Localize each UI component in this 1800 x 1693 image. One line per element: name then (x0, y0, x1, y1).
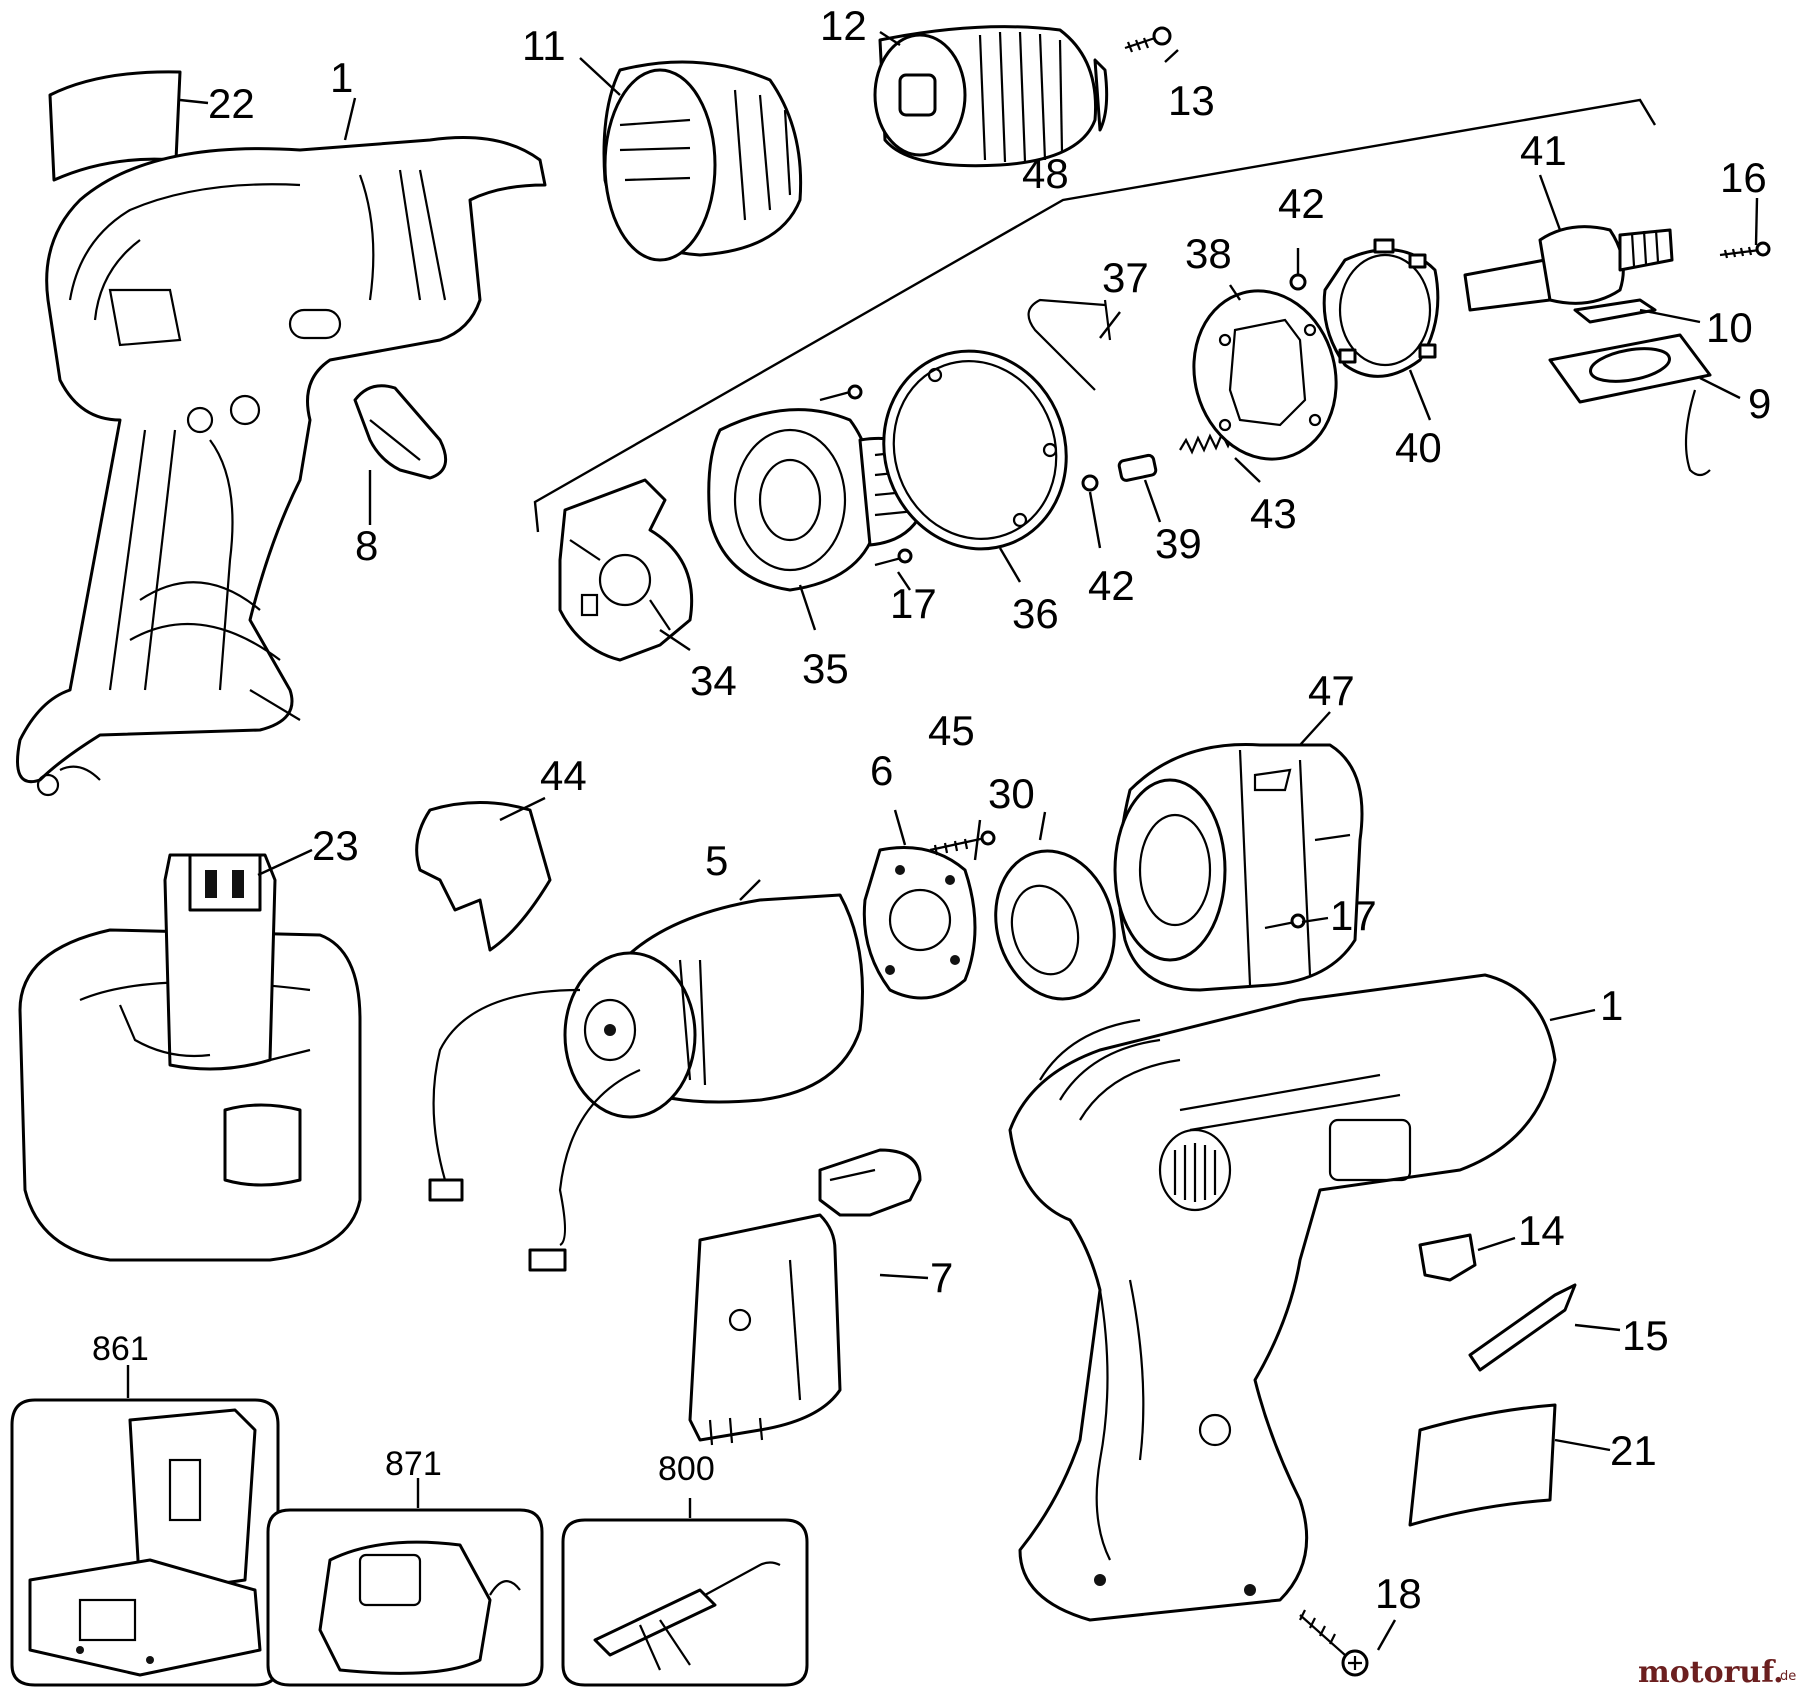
label-17-lower: 17 (1330, 892, 1377, 939)
part-7-trigger-switch (688, 1148, 922, 1446)
part-17-screw-upper (874, 548, 913, 567)
label-30: 30 (988, 770, 1035, 817)
label-23: 23 (312, 822, 359, 869)
part-40-clutch-nut (1322, 238, 1440, 378)
watermark-logo: motoruf. de (1638, 1655, 1796, 1690)
label-15: 15 (1622, 1312, 1669, 1359)
label-40: 40 (1395, 424, 1442, 471)
label-861: 861 (92, 1330, 149, 1368)
part-13-chuck-screw (1124, 26, 1172, 53)
part-37-wire-spring (1027, 298, 1112, 391)
label-800: 800 (658, 1450, 715, 1488)
part-screw-upper (819, 384, 863, 402)
label-34: 34 (690, 657, 737, 704)
part-1-housing-right-half (1008, 973, 1557, 1622)
label-16: 16 (1720, 154, 1767, 201)
part-44-brush-cover (415, 801, 552, 952)
kit-871-charger-box (266, 1508, 544, 1687)
part-42-ball-lower (1081, 474, 1099, 492)
label-38: 38 (1185, 230, 1232, 277)
part-10-clip (1573, 298, 1657, 324)
label-8: 8 (355, 522, 378, 569)
part-9-switch-plate (1548, 333, 1712, 477)
label-1-right: 1 (1600, 982, 1623, 1029)
part-48-gearbox-bracket (533, 98, 1657, 533)
kit-800-accessory-box (561, 1518, 809, 1687)
svg-text:motoruf.: motoruf. (1638, 1655, 1784, 1690)
part-5-motor (428, 893, 864, 1272)
part-12-keyless-chuck (873, 25, 1109, 168)
part-8-direction-switch (353, 384, 448, 480)
callout-labels: 22 1 11 12 13 48 41 16 42 38 37 10 9 40 … (92, 2, 1771, 1617)
kit-861-carry-case-box (10, 1398, 280, 1687)
part-34-gear-plate (558, 478, 694, 662)
part-36-ring-gear (882, 349, 1068, 551)
part-6-motor-plate (862, 846, 977, 1000)
label-12: 12 (820, 2, 867, 49)
part-23-battery-pack (18, 853, 362, 1262)
part-45-screw (929, 830, 996, 856)
label-42-lower: 42 (1088, 562, 1135, 609)
part-11-chuck-sleeve (602, 60, 803, 262)
label-47: 47 (1308, 667, 1355, 714)
label-6: 6 (870, 747, 893, 794)
part-39-pin (1117, 453, 1158, 482)
part-21-label-sticker (1408, 1403, 1557, 1527)
label-7: 7 (930, 1254, 953, 1301)
label-44: 44 (540, 752, 587, 799)
part-15-screwdriver-bit (1468, 1283, 1577, 1372)
label-43: 43 (1250, 490, 1297, 537)
label-14: 14 (1518, 1207, 1565, 1254)
part-38-clutch-plate (1192, 289, 1338, 461)
label-18: 18 (1375, 1570, 1422, 1617)
part-47-gearbox-housing (1113, 743, 1364, 992)
label-37: 37 (1102, 254, 1149, 301)
label-36: 36 (1012, 590, 1059, 637)
part-42-ball-upper (1289, 273, 1307, 291)
label-17-upper: 17 (890, 580, 937, 627)
label-48: 48 (1022, 150, 1069, 197)
label-871: 871 (385, 1445, 442, 1483)
watermark-brand: motoruf (1638, 1655, 1776, 1690)
leader-lines (126, 30, 1759, 1651)
watermark-dot: . (1773, 1655, 1783, 1690)
watermark-tld: de (1780, 1669, 1796, 1684)
part-30-washer (994, 849, 1116, 1001)
label-10: 10 (1706, 304, 1753, 351)
label-35: 35 (802, 645, 849, 692)
label-5: 5 (705, 837, 728, 884)
label-1-left: 1 (330, 54, 353, 101)
label-41: 41 (1520, 127, 1567, 174)
label-22: 22 (208, 80, 255, 127)
label-42-upper: 42 (1278, 180, 1325, 227)
label-9: 9 (1748, 380, 1771, 427)
part-41-spindle (1463, 225, 1674, 312)
label-45: 45 (928, 707, 975, 754)
part-14-belt-clip (1418, 1233, 1477, 1282)
part-1-housing-left-half (16, 136, 547, 797)
label-39: 39 (1155, 520, 1202, 567)
label-13: 13 (1168, 77, 1215, 124)
part-16-screw (1719, 241, 1771, 259)
label-11: 11 (522, 22, 566, 69)
label-21: 21 (1610, 1427, 1657, 1474)
part-18-screw (1299, 1609, 1369, 1677)
